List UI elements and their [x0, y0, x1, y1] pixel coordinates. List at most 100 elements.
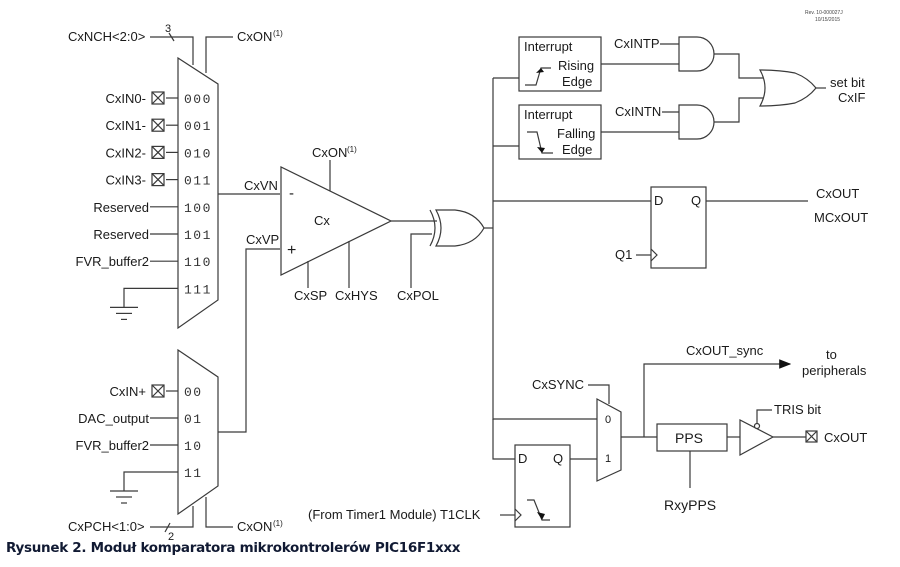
and-gate-falling	[678, 104, 715, 140]
mcxout-label: MCxOUT	[814, 210, 868, 225]
ground-icon	[110, 306, 138, 320]
figure-caption: Rysunek 2. Moduł komparatora mikrokontro…	[6, 540, 461, 556]
comparator-enable-label: CxON	[312, 145, 347, 160]
pin-icon	[151, 384, 165, 398]
mux-input-label: CxIN3-	[106, 173, 146, 188]
mux-select-code: 100	[184, 201, 212, 216]
pos-mux-enable-sup: (1)	[273, 519, 283, 528]
mux-input-row: 111	[110, 282, 212, 320]
rising-line1: Rising	[558, 58, 594, 73]
synchronizer: 0 1 CxSYNC D Q (From Timer1 Module) T1CL…	[308, 343, 867, 528]
pos-mux-enable-label: CxON	[237, 519, 272, 534]
or-gate	[758, 69, 817, 107]
pps-label: PPS	[675, 430, 703, 446]
tris-label: TRIS bit	[774, 402, 821, 417]
sync-select-wire	[588, 384, 610, 404]
neg-mux-enable-wire	[205, 36, 233, 73]
polarity-xor-gate: CxPOL	[391, 209, 493, 303]
comparator: - + Cx CxON (1) CxSP CxHYS	[280, 145, 393, 303]
cxif-label: CxIF	[838, 90, 866, 105]
sp-label: CxSP	[294, 288, 327, 303]
rising-edge-detector	[518, 36, 602, 92]
mux-input-label: CxIN0-	[106, 91, 146, 106]
pin-cxout-label: CxOUT	[824, 430, 867, 445]
mux-select-code: 010	[184, 146, 212, 161]
sync-ff-d-label: D	[518, 451, 527, 466]
pin-icon	[151, 91, 165, 105]
t1clk-label: (From Timer1 Module) T1CLK	[308, 507, 481, 522]
revision-stamp: Rev. 10-000027J 10/15/2015	[805, 10, 843, 23]
neg-mux-bus-width: 3	[165, 23, 171, 35]
bus-slash	[164, 522, 171, 533]
comparator-plus: +	[287, 242, 296, 259]
mux-input-row: 001 CxIN1-	[106, 118, 212, 134]
mux-select-code: 001	[184, 119, 212, 134]
ground-wire	[123, 287, 178, 308]
mux-select-code: 111	[184, 282, 212, 297]
sync-clock-icon	[514, 508, 522, 522]
q1-label: Q1	[615, 247, 632, 262]
mux-select-code: 110	[184, 255, 212, 270]
pos-mux-enable-wire	[205, 497, 233, 528]
mux-select-code: 011	[184, 174, 212, 189]
pin-icon	[151, 145, 165, 159]
cxout-label: CxOUT	[816, 186, 859, 201]
mux-input-row: 010 CxIN2-	[106, 145, 212, 161]
mux-select-code: 10	[184, 439, 203, 454]
mux-input-row: 011 CxIN3-	[106, 173, 212, 189]
vn-label: CxVN	[244, 178, 278, 193]
sync-in1-label: 1	[605, 453, 611, 465]
mux-input-label: CxIN1-	[106, 118, 146, 133]
sync-ff-q-label: Q	[553, 451, 563, 466]
mux-select-code: 101	[184, 228, 212, 243]
mux-input-label: CxIN2-	[106, 145, 146, 160]
mux-input-row: 01 DAC_output	[78, 411, 203, 427]
revision-id: Rev. 10-000027J	[805, 10, 843, 16]
xor-body	[434, 209, 485, 247]
pol-wire	[410, 233, 432, 288]
rising-title: Interrupt	[524, 39, 573, 54]
mux-input-label: FVR_buffer2	[76, 254, 149, 269]
mux-input-row: 101 Reserved	[93, 227, 212, 243]
falling-title: Interrupt	[524, 107, 573, 122]
falling-line1: Falling	[557, 126, 595, 141]
and2-to-or-wire	[714, 97, 766, 123]
mux-input-label: DAC_output	[78, 411, 149, 426]
peripherals-line1: to	[826, 347, 837, 362]
pos-mux-bus-width: 2	[168, 531, 174, 543]
mux-input-label: CxIN+	[110, 384, 146, 399]
intn-label: CxINTN	[615, 104, 661, 119]
mux-select-code: 01	[184, 412, 203, 427]
revision-date: 10/15/2015	[815, 17, 840, 23]
intp-label: CxINTP	[614, 36, 660, 51]
falling-edge-icon	[527, 131, 553, 154]
rising-line2: Edge	[562, 74, 592, 89]
sync-to-peripherals-wire	[643, 359, 792, 437]
latch-d-label: D	[654, 193, 663, 208]
comparator-name: Cx	[314, 213, 330, 228]
vp-label: CxVP	[246, 232, 279, 247]
mux-input-label: Reserved	[93, 227, 149, 242]
vp-wire	[218, 248, 280, 433]
neg-mux-inputs: 000CxIN0-001CxIN1-010CxIN2-011CxIN3-100R…	[76, 91, 212, 320]
neg-mux-enable-label: CxON	[237, 29, 272, 44]
pos-mux-select-label: CxPCH<1:0>	[68, 519, 145, 534]
latch-clock-icon	[650, 248, 658, 262]
pin-icon	[151, 173, 165, 187]
ground-icon	[110, 490, 138, 504]
sync-flip-flop	[514, 444, 571, 528]
and-gate-rising	[678, 36, 715, 72]
falling-arrow-icon	[537, 147, 545, 153]
neg-mux-body	[177, 56, 219, 330]
rising-arrow-icon	[536, 68, 544, 73]
pos-mux-select-wire	[150, 506, 194, 528]
bus-slash	[168, 32, 175, 42]
pol-label: CxPOL	[397, 288, 439, 303]
ground-wire	[123, 471, 178, 491]
set-bit-label: set bit	[830, 75, 865, 90]
output-latch: D Q Q1 CxOUT MCxOUT	[493, 186, 868, 269]
